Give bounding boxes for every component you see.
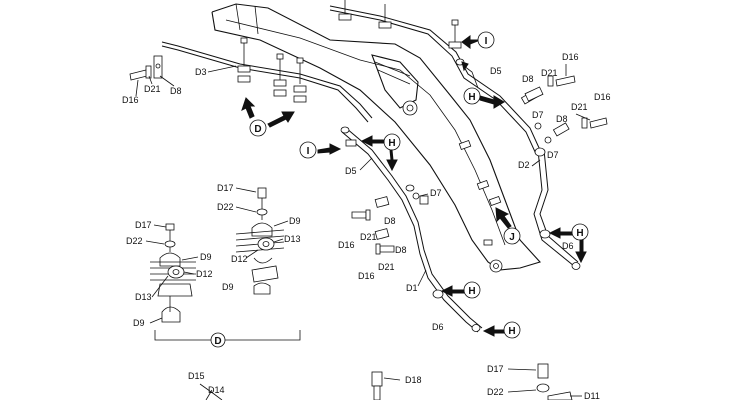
bolt-assembly-center [351, 192, 420, 255]
callout-h-right-label: H [576, 228, 583, 239]
label-d17: D17 [217, 183, 234, 193]
callout-h-lower[interactable]: H [440, 281, 481, 299]
callout-i-center[interactable]: I [299, 141, 342, 159]
label-d7: D7 [532, 110, 544, 120]
label-d16: D16 [562, 52, 579, 62]
label-d22: D22 [487, 387, 504, 397]
label-d12: D12 [231, 254, 248, 264]
detail-d: D [150, 187, 301, 348]
callout-h-lower-label: H [468, 286, 475, 297]
label-d8: D8 [522, 74, 534, 84]
label-d14: D14 [208, 385, 225, 395]
label-d18: D18 [405, 375, 422, 385]
fitting [340, 126, 350, 134]
label-d9: D9 [200, 252, 212, 262]
fitting [539, 229, 551, 239]
label-d2: D2 [518, 160, 530, 170]
clamp-stack [378, 4, 392, 29]
label-d5: D5 [345, 166, 357, 176]
callout-h-center-label: H [388, 138, 395, 149]
callout-d-boom-label: D [254, 124, 261, 135]
label-d11: D11 [584, 391, 600, 400]
label-d13: D13 [135, 292, 152, 302]
label-d15: D15 [188, 371, 205, 381]
label-d17: D17 [487, 364, 504, 374]
clamp-stack [345, 139, 429, 240]
clamp-stack [293, 57, 307, 103]
bottom-parts [199, 363, 573, 400]
bolt-assembly-top-left [129, 55, 163, 81]
label-d13: D13 [284, 234, 301, 244]
clamp-stack [338, 0, 352, 21]
callout-h-right[interactable]: H [548, 223, 589, 264]
label-d8: D8 [384, 216, 396, 226]
label-d21: D21 [360, 232, 377, 242]
label-d8: D8 [395, 245, 407, 255]
callout-h-top-label: H [468, 92, 475, 103]
label-d8: D8 [170, 86, 182, 96]
label-d3: D3 [195, 67, 207, 77]
label-d6: D6 [562, 241, 574, 251]
label-d7: D7 [547, 150, 559, 160]
clamp-stack [273, 53, 287, 97]
label-d21: D21 [378, 262, 395, 272]
label-d16: D16 [122, 95, 139, 105]
label-d16: D16 [338, 240, 355, 250]
label-d22: D22 [126, 236, 143, 246]
clamp-stack [237, 37, 251, 83]
fitting [405, 184, 415, 192]
fitting [534, 147, 546, 157]
label-d12: D12 [196, 269, 213, 279]
fitting [432, 289, 444, 299]
callout-j-label: J [509, 232, 515, 243]
label-d21: D21 [541, 68, 558, 78]
label-d16: D16 [358, 271, 375, 281]
callout-j[interactable]: J [495, 207, 521, 245]
boom-body [211, 3, 541, 273]
clamp-stack [448, 19, 462, 49]
label-d5: D5 [490, 66, 502, 76]
callout-h-bottom-label: H [508, 326, 515, 337]
fitting [471, 324, 481, 332]
label-d22: D22 [217, 202, 234, 212]
callout-h-bottom[interactable]: H [482, 321, 521, 339]
detail-d-marker-label: D [214, 336, 221, 347]
label-d9: D9 [133, 318, 145, 328]
label-d9: D9 [289, 216, 301, 226]
callout-i-top[interactable]: I [461, 31, 495, 49]
callout-i-top-label: I [485, 36, 488, 47]
detail-d-marker [210, 332, 226, 348]
label-d16: D16 [594, 92, 611, 102]
label-d1: D1 [406, 283, 418, 293]
callout-d-boom[interactable]: D [241, 97, 295, 137]
fitting [571, 262, 581, 270]
label-d21: D21 [571, 102, 588, 112]
label-d21: D21 [144, 84, 161, 94]
label-d7: D7 [430, 188, 442, 198]
label-d17: D17 [135, 220, 152, 230]
callout-i-center-label: I [307, 146, 310, 157]
label-d8: D8 [556, 114, 568, 124]
callout-h-top[interactable]: H [461, 61, 505, 109]
label-d9: D9 [222, 282, 234, 292]
callout-h-center[interactable]: H [360, 133, 401, 172]
label-d6: D6 [432, 322, 444, 332]
